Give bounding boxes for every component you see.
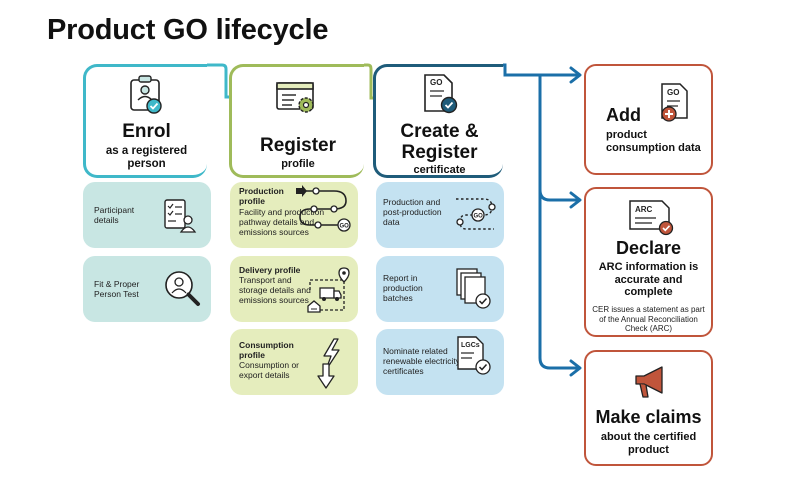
card-production-profile: Production profile Facility and producti… (230, 182, 358, 248)
register-subtitle: profile (281, 158, 315, 170)
declare-subtitle: ARC information is accurate and complete (598, 261, 699, 298)
card-fit-proper-test: Fit & Proper Person Test (83, 256, 211, 322)
arc-label: ARC (635, 205, 653, 214)
card-heading: Production profile (239, 186, 284, 206)
card-text: Report in production batches (383, 273, 423, 303)
arc-document-icon: ARC (629, 200, 674, 236)
card-text: Facility and production pathway details … (239, 207, 325, 237)
pathway-icon: GO (296, 185, 351, 232)
declare-title: Declare (615, 238, 682, 258)
page-title: Product GO lifecycle (47, 14, 329, 46)
enrol-subtitle: as a registered person (105, 145, 188, 170)
card-heading: Delivery profile (239, 265, 301, 275)
claims-subtitle: about the certified product (600, 431, 697, 456)
enrol-stage: Enrol as a registered person (83, 64, 207, 178)
card-production-data: Production and post-production data GO (376, 182, 504, 248)
create-register-stage: GO Create & Register certificate (373, 64, 503, 178)
certificate-check-icon: GO (424, 74, 458, 114)
lgcs-label: LGCs (461, 342, 480, 349)
card-text: Participant details (94, 205, 135, 225)
badge-check-icon (130, 75, 162, 114)
create-title-line2: Register (401, 142, 478, 163)
go-label: GO (340, 224, 350, 230)
enrol-title: Enrol (122, 121, 171, 142)
card-text: Transport and storage details and emissi… (239, 275, 311, 305)
magnifier-person-icon (165, 271, 200, 306)
dotted-pathway-icon: GO (456, 198, 496, 230)
add-title: Add (606, 105, 641, 125)
card-delivery-profile: Delivery profile Transport and storage d… (230, 256, 358, 322)
declare-outcome: ARC Declare ARC information is accurate … (584, 187, 713, 337)
card-participant-details: Participant details (83, 182, 211, 248)
card-consumption-profile: Consumption profile Consumption or expor… (230, 329, 358, 395)
create-title-line1: Create & (400, 121, 479, 142)
card-text: Fit & Proper Person Test (94, 279, 140, 299)
checklist-person-icon (164, 199, 197, 233)
settings-window-icon (276, 82, 314, 113)
card-text: Consumption or export details (239, 360, 300, 380)
card-renewable-certificates: Nominate related renewable electricity c… (376, 329, 504, 395)
add-subtitle: product consumption data (606, 129, 701, 154)
megaphone-icon (635, 366, 663, 398)
lightning-down-icon (317, 338, 340, 389)
lgc-certificate-icon: LGCs (457, 336, 491, 375)
truck-map-icon (307, 267, 350, 313)
create-subtitle: certificate (413, 164, 466, 176)
document-plus-icon: GO (661, 83, 688, 122)
go-label: GO (667, 88, 679, 97)
add-outcome: GO Add product consumption data (584, 64, 713, 175)
claims-title: Make claims (595, 407, 702, 427)
make-claims-outcome: Make claims about the certified product (584, 350, 713, 466)
card-text: Nominate related renewable electricity c… (383, 346, 461, 376)
documents-check-icon (456, 268, 491, 309)
register-stage: Register profile (229, 64, 364, 178)
go-label: GO (474, 214, 484, 220)
card-text: Production and post-production data (383, 197, 442, 227)
card-heading: Consumption profile (239, 340, 294, 360)
register-title: Register (259, 135, 337, 156)
card-production-batches: Report in production batches (376, 256, 504, 322)
go-label: GO (430, 78, 442, 87)
declare-note: CER issues a statement as part of the An… (592, 305, 705, 333)
